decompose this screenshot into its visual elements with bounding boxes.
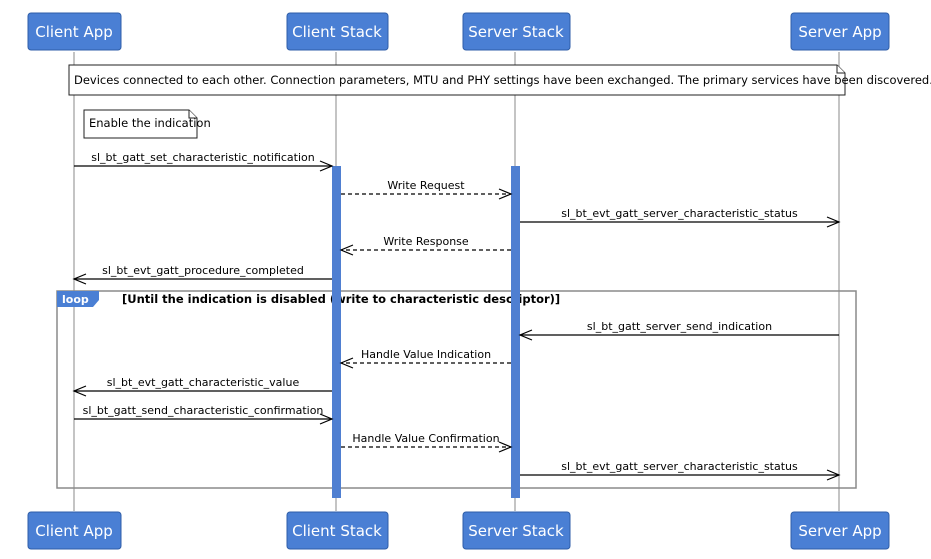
participant-server-app-top: Server App <box>790 12 890 51</box>
note-setup-text: Devices connected to each other. Connect… <box>74 73 931 87</box>
message-label: sl_bt_evt_gatt_server_characteristic_sta… <box>561 460 798 473</box>
participant-label: Server Stack <box>468 23 564 41</box>
participant-server-app-bottom: Server App <box>790 511 890 550</box>
message-m5: sl_bt_evt_gatt_procedure_completed <box>72 264 332 285</box>
message-label: sl_bt_gatt_server_send_indication <box>587 320 772 333</box>
message-arrowhead <box>826 216 841 228</box>
note-setup: Devices connected to each other. Connect… <box>68 64 931 96</box>
participant-client-app-top: Client App <box>27 12 122 51</box>
message-label: sl_bt_gatt_send_characteristic_confirmat… <box>83 404 324 417</box>
message-arrowhead <box>339 244 354 256</box>
participant-label: Client Stack <box>292 522 382 540</box>
message-label: sl_bt_evt_gatt_characteristic_value <box>107 376 300 389</box>
message-m9: sl_bt_gatt_send_characteristic_confirmat… <box>74 404 334 425</box>
message-m2: Write Request <box>341 179 513 200</box>
participant-label: Client Stack <box>292 23 382 41</box>
message-label: sl_bt_evt_gatt_procedure_completed <box>102 264 304 277</box>
message-label: Write Response <box>383 235 469 248</box>
message-m7: Handle Value Indication <box>339 348 511 369</box>
loop-frame <box>56 290 857 489</box>
message-arrowhead <box>498 441 513 453</box>
participant-client-stack-top: Client Stack <box>286 12 389 51</box>
message-arrowhead <box>72 273 87 285</box>
participant-client-stack-bottom: Client Stack <box>286 511 389 550</box>
message-label: Handle Value Confirmation <box>352 432 499 445</box>
participant-label: Server App <box>798 23 881 41</box>
message-label: Write Request <box>387 179 465 192</box>
message-arrowhead <box>319 413 334 425</box>
participant-label: Server App <box>798 522 881 540</box>
participant-label: Server Stack <box>468 522 564 540</box>
loop-condition: [Until the indication is disabled (write… <box>122 292 560 306</box>
participant-label: Client App <box>35 23 113 41</box>
message-m4: Write Response <box>339 235 511 256</box>
message-m10: Handle Value Confirmation <box>341 432 513 453</box>
message-label: Handle Value Indication <box>361 348 491 361</box>
message-arrowhead <box>319 160 334 172</box>
participant-label: Client App <box>35 522 113 540</box>
participant-server-stack-top: Server Stack <box>462 12 571 51</box>
participant-server-stack-bottom: Server Stack <box>462 511 571 550</box>
activation-client-stack <box>332 166 341 498</box>
activation-server-stack <box>511 166 520 498</box>
message-label: sl_bt_gatt_set_characteristic_notificati… <box>91 151 315 164</box>
note-enable-text: Enable the indication <box>89 116 211 130</box>
loop-tab <box>57 291 99 307</box>
message-m8: sl_bt_evt_gatt_characteristic_value <box>72 376 332 397</box>
message-arrowhead <box>72 385 87 397</box>
message-label: sl_bt_evt_gatt_server_characteristic_sta… <box>561 207 798 220</box>
message-m6: sl_bt_gatt_server_send_indication <box>518 320 839 341</box>
message-arrowhead <box>518 329 533 341</box>
message-arrowhead <box>339 357 354 369</box>
messages-group: sl_bt_gatt_set_characteristic_notificati… <box>72 151 841 481</box>
message-arrowhead <box>498 188 513 200</box>
message-arrowhead <box>826 469 841 481</box>
message-m11: sl_bt_evt_gatt_server_characteristic_sta… <box>520 460 841 481</box>
participant-client-app-bottom: Client App <box>27 511 122 550</box>
message-m3: sl_bt_evt_gatt_server_characteristic_sta… <box>520 207 841 228</box>
loop-fragment: loop [Until the indication is disabled (… <box>56 290 857 489</box>
loop-label: loop <box>62 293 89 306</box>
message-m1: sl_bt_gatt_set_characteristic_notificati… <box>74 151 334 172</box>
note-enable-indication: Enable the indication <box>83 109 211 139</box>
